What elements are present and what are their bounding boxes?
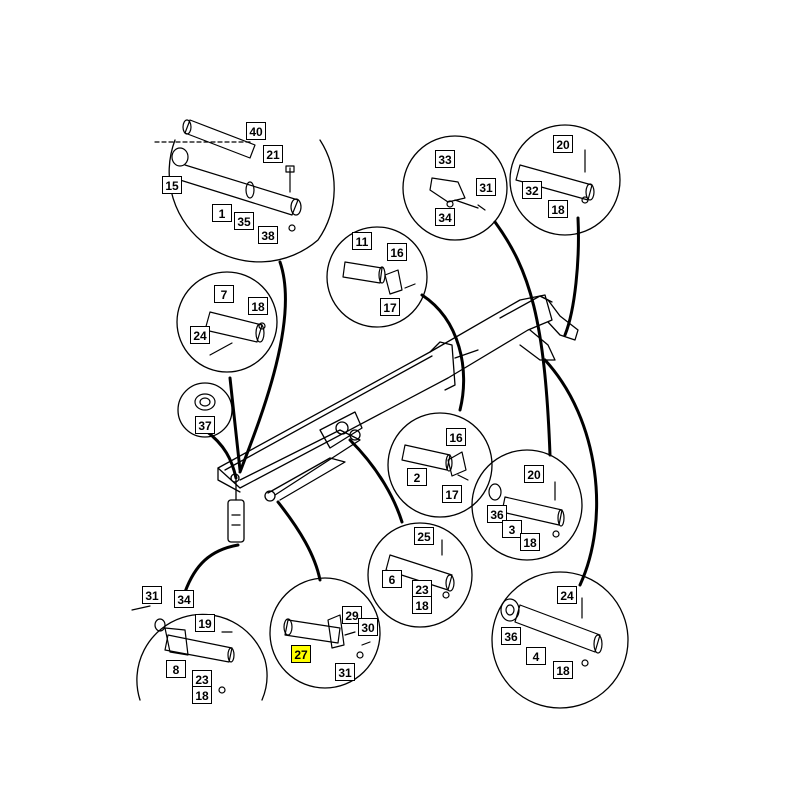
circle-pin-7 — [176, 271, 278, 373]
callout-17-top: 17 — [380, 298, 400, 316]
callout-11: 11 — [352, 232, 372, 250]
callout-4: 4 — [526, 647, 546, 665]
callout-29: 29 — [342, 606, 362, 624]
callout-2: 2 — [407, 468, 427, 486]
callout-15: 15 — [162, 176, 182, 194]
callout-38: 38 — [258, 226, 278, 244]
circle-pin-3 — [471, 449, 583, 561]
circle-part-37 — [177, 382, 233, 438]
callout-7: 7 — [214, 285, 234, 303]
circle-pin-2 — [387, 412, 493, 518]
callout-40: 40 — [246, 122, 266, 140]
callout-16-mid: 16 — [446, 428, 466, 446]
parts — [131, 119, 603, 694]
circle-pins-1-40 — [168, 139, 335, 263]
callout-34-top: 34 — [435, 208, 455, 226]
circle-pin-6 — [367, 522, 473, 628]
circle-part-33 — [402, 135, 508, 241]
circle-pin-11 — [326, 226, 428, 328]
callout-18-top: 18 — [548, 200, 568, 218]
callout-24-left: 24 — [190, 326, 210, 344]
callout-31-top: 31 — [476, 178, 496, 196]
callout-21: 21 — [263, 145, 283, 163]
callout-18-right: 18 — [553, 661, 573, 679]
callout-18-center: 18 — [412, 596, 432, 614]
callout-27-highlighted[interactable]: 27 — [291, 645, 311, 663]
detail-circles — [136, 124, 629, 709]
callout-36-mid: 36 — [487, 505, 507, 523]
callout-33: 33 — [435, 150, 455, 168]
callout-20-mid: 20 — [524, 465, 544, 483]
callout-34-left: 34 — [174, 590, 194, 608]
callout-23-mid: 23 — [412, 580, 432, 598]
callout-18-left: 18 — [248, 297, 268, 315]
callout-23-left: 23 — [192, 670, 212, 688]
callout-20-top: 20 — [553, 135, 573, 153]
boom-frame — [217, 294, 579, 502]
callout-24-right: 24 — [557, 586, 577, 604]
callout-37: 37 — [195, 416, 215, 434]
callout-1: 1 — [212, 204, 232, 222]
callout-16-top: 16 — [387, 243, 407, 261]
callout-35: 35 — [234, 212, 254, 230]
callout-31-left: 31 — [142, 586, 162, 604]
hydraulic-cylinder — [227, 479, 245, 543]
callout-25: 25 — [414, 527, 434, 545]
callout-8: 8 — [166, 660, 186, 678]
callout-31-bottom: 31 — [335, 663, 355, 681]
callout-18-bottom-left: 18 — [192, 686, 212, 704]
callout-32: 32 — [522, 181, 542, 199]
callout-36-right: 36 — [501, 627, 521, 645]
callout-18-mid: 18 — [520, 533, 540, 551]
callout-19: 19 — [195, 614, 215, 632]
leader-lines — [183, 216, 599, 594]
callout-3: 3 — [502, 520, 522, 538]
circle-pin-4 — [491, 571, 629, 709]
callout-17-mid: 17 — [442, 485, 462, 503]
circle-pin-27 — [269, 577, 381, 689]
callout-6: 6 — [382, 570, 402, 588]
circle-pin-32 — [509, 124, 621, 236]
callout-30: 30 — [358, 618, 378, 636]
